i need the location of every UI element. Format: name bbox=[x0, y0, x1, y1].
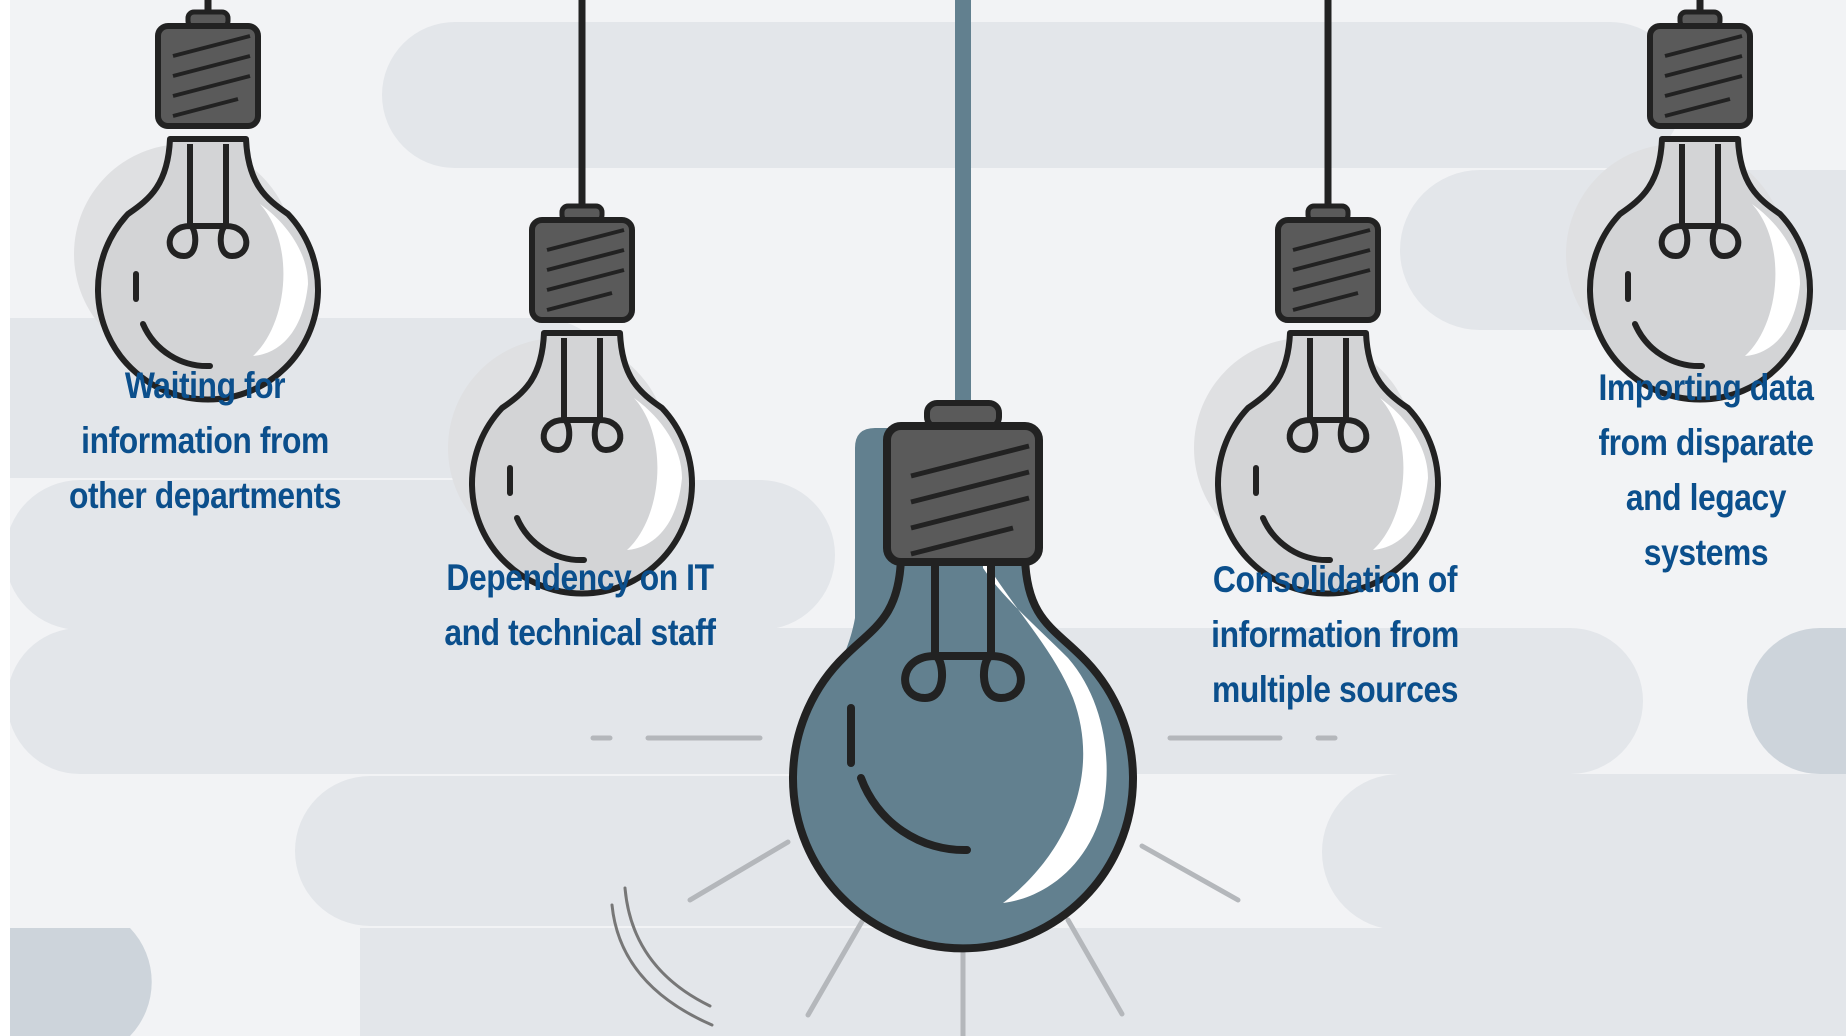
ray-bottom-left bbox=[805, 915, 867, 1018]
swing-arc bbox=[610, 886, 714, 1027]
label-line: Dependency on IT bbox=[446, 557, 714, 598]
label-waiting: Waiting for information from other depar… bbox=[46, 358, 364, 523]
bulb-waiting bbox=[74, 0, 318, 399]
background-clouds bbox=[0, 22, 1846, 1036]
cloud-band-top bbox=[382, 22, 1683, 168]
label-line: information from bbox=[1211, 614, 1459, 655]
lit-bulb-glass bbox=[789, 554, 1137, 953]
swing-arc-inner bbox=[623, 886, 712, 1008]
ray-lower-left bbox=[687, 839, 791, 903]
light-rays bbox=[590, 735, 1338, 1036]
lit-bulb-filament-stems bbox=[931, 560, 995, 656]
label-line: information from bbox=[81, 420, 329, 461]
label-line: and legacy bbox=[1625, 477, 1787, 518]
label-line: multiple sources bbox=[1212, 669, 1458, 710]
ray-lower-right bbox=[1139, 843, 1241, 903]
ray-bottom-right bbox=[1065, 917, 1125, 1017]
label-dependency: Dependency on IT and technical staff bbox=[417, 550, 744, 660]
swing-arc-outer bbox=[610, 903, 714, 1027]
label-importing: Importing data from disparate and legacy… bbox=[1577, 360, 1835, 580]
label-line: Waiting for bbox=[124, 365, 286, 406]
cloud-accent-bottom-left bbox=[0, 928, 152, 1036]
cloud-band-right-lower bbox=[1322, 774, 1846, 930]
lit-bulb-socket-threads bbox=[910, 443, 1030, 557]
left-edge-strip bbox=[0, 0, 10, 1036]
bulb-center-lit bbox=[789, 0, 1137, 953]
cloud-accent-right bbox=[1747, 628, 1846, 774]
label-line: and technical staff bbox=[444, 612, 716, 653]
lit-bulb-highlight bbox=[983, 558, 1107, 903]
label-consolidation: Consolidation of information from multip… bbox=[1176, 552, 1494, 717]
label-line: systems bbox=[1643, 532, 1769, 573]
lit-bulb-socket bbox=[883, 422, 1043, 566]
label-line: Consolidation of bbox=[1212, 559, 1458, 600]
label-line: other departments bbox=[68, 475, 342, 516]
bulb-consolidation bbox=[1194, 0, 1438, 593]
label-line: Importing data bbox=[1598, 367, 1814, 408]
lit-bulb-filament bbox=[901, 652, 1025, 702]
bulb-dependency bbox=[448, 0, 692, 593]
label-line: from disparate bbox=[1598, 422, 1814, 463]
lit-bulb-reflection-arc bbox=[857, 774, 971, 855]
background-clouds-dark bbox=[0, 628, 1846, 1036]
